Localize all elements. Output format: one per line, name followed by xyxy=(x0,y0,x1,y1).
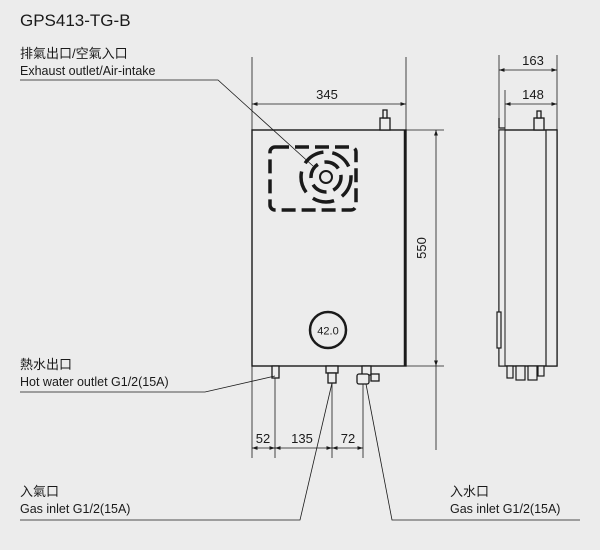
dim-bottom-left: 52 xyxy=(256,431,270,446)
hotwater-label-zh: 熱水出口 xyxy=(20,357,72,372)
hotwater-leader xyxy=(20,375,276,393)
dim-side-outer: 163 xyxy=(522,53,544,68)
gas-leader xyxy=(20,382,333,521)
water-label-zh: 入水口 xyxy=(450,484,489,499)
display-value: 42.0 xyxy=(317,326,338,338)
gas-label-zh: 入氣口 xyxy=(20,484,59,499)
front-view xyxy=(251,57,407,385)
gas-label-en: Gas inlet G1/2(15A) xyxy=(20,502,130,516)
exhaust-outlet-box xyxy=(268,145,358,212)
exhaust-label-en: Exhaust outlet/Air-intake xyxy=(20,64,156,78)
exhaust-leader xyxy=(20,79,314,167)
water-label-en: Gas inlet G1/2(15A) xyxy=(450,502,560,516)
hotwater-label-en: Hot water outlet G1/2(15A) xyxy=(20,375,169,389)
dim-height: 550 xyxy=(414,237,429,259)
dim-side-inner: 148 xyxy=(522,87,544,102)
water-leader xyxy=(365,383,580,521)
side-view xyxy=(496,55,558,381)
dim-bottom-right: 72 xyxy=(341,431,355,446)
temperature-display xyxy=(308,310,348,350)
dim-front-width: 345 xyxy=(316,87,338,102)
model-title: GPS413-TG-B xyxy=(20,11,131,30)
dim-bottom-mid: 135 xyxy=(291,431,313,446)
exhaust-label-zh: 排氣出口/空氣入口 xyxy=(20,46,128,61)
